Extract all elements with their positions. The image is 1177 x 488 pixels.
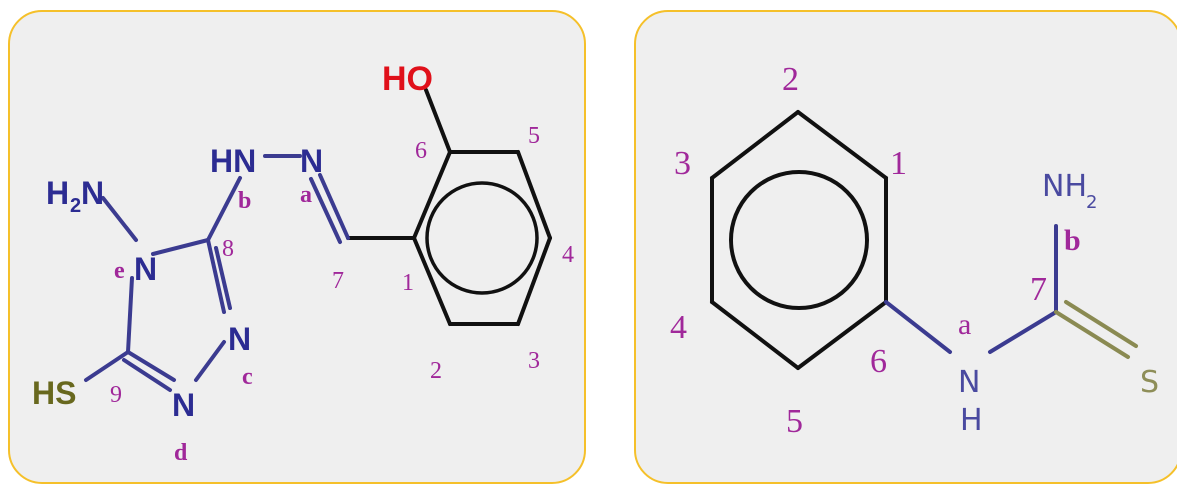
n-e-label: N [134, 251, 157, 287]
bond-nd-c9 [126, 350, 176, 382]
n-d-label: N [172, 387, 195, 423]
bond-c8-nc-double [214, 246, 232, 310]
bond-nc-nd [194, 340, 226, 382]
bond-c8-nc [206, 238, 226, 314]
bond-c8-ne [151, 238, 210, 256]
bond-n-ne [101, 196, 138, 242]
label-e: e [114, 258, 125, 284]
sh-label: HS [32, 375, 76, 411]
bond-c7-na [318, 173, 350, 240]
bond-c9-s [84, 350, 130, 382]
bond-c6-o [424, 88, 452, 154]
label-c1: 1 [402, 270, 414, 296]
label-c6: 6 [415, 138, 427, 164]
label-b: b [1064, 224, 1081, 257]
amino-h-label: H [46, 175, 69, 211]
right-structure-diagram: NH 2 N H S 2 1 3 4 5 6 7 a b [670, 61, 1159, 440]
bond-nd-c9-double [122, 358, 172, 392]
bond-c7-na-double [309, 177, 342, 244]
label-5: 5 [786, 403, 803, 440]
nh2-subscript: 2 [1086, 192, 1097, 213]
label-b: b [238, 188, 251, 214]
label-c8: 8 [222, 236, 234, 262]
n-label: N [958, 365, 980, 400]
bond-c6-n [884, 300, 952, 354]
hn-label: HN [210, 143, 256, 179]
bond-c7-s [1054, 310, 1130, 359]
label-c4: 4 [562, 242, 574, 268]
h-label: H [960, 403, 983, 438]
right-benzene-ring [710, 110, 888, 370]
right-structure-panel: NH 2 N H S 2 1 3 4 5 6 7 a b [634, 10, 1177, 484]
bond-n-c7 [988, 310, 1058, 354]
n-a-label: N [300, 143, 323, 179]
label-4: 4 [670, 309, 687, 346]
label-d: d [174, 440, 188, 466]
bond-c7-s-double [1064, 300, 1138, 348]
label-c7: 7 [332, 268, 344, 294]
label-3: 3 [674, 145, 691, 182]
label-c5: 5 [528, 123, 540, 149]
bond-c9-ne [126, 276, 134, 354]
left-structure-diagram: HO H 2 N HN N N N N HS 6 5 4 3 2 1 7 8 9… [32, 60, 574, 466]
oh-label: HO [382, 60, 433, 98]
label-c2: 2 [430, 358, 442, 384]
amino-subscript: 2 [70, 195, 81, 217]
label-c3: 3 [528, 348, 540, 374]
label-a: a [958, 308, 971, 341]
n-c-label: N [228, 321, 251, 357]
label-c9: 9 [110, 382, 122, 408]
label-a: a [300, 182, 312, 208]
left-benzene-ring [412, 150, 552, 326]
bond-nh-c8 [206, 176, 242, 242]
label-2: 2 [782, 61, 799, 98]
label-6: 6 [870, 343, 887, 380]
label-1: 1 [890, 145, 907, 182]
left-structure-panel: HO H 2 N HN N N N N HS 6 5 4 3 2 1 7 8 9… [8, 10, 586, 484]
nh2-label: NH [1042, 169, 1087, 204]
label-7: 7 [1030, 271, 1047, 308]
amino-n-label: N [81, 175, 104, 211]
label-c: c [242, 364, 253, 390]
s-label: S [1140, 365, 1159, 400]
